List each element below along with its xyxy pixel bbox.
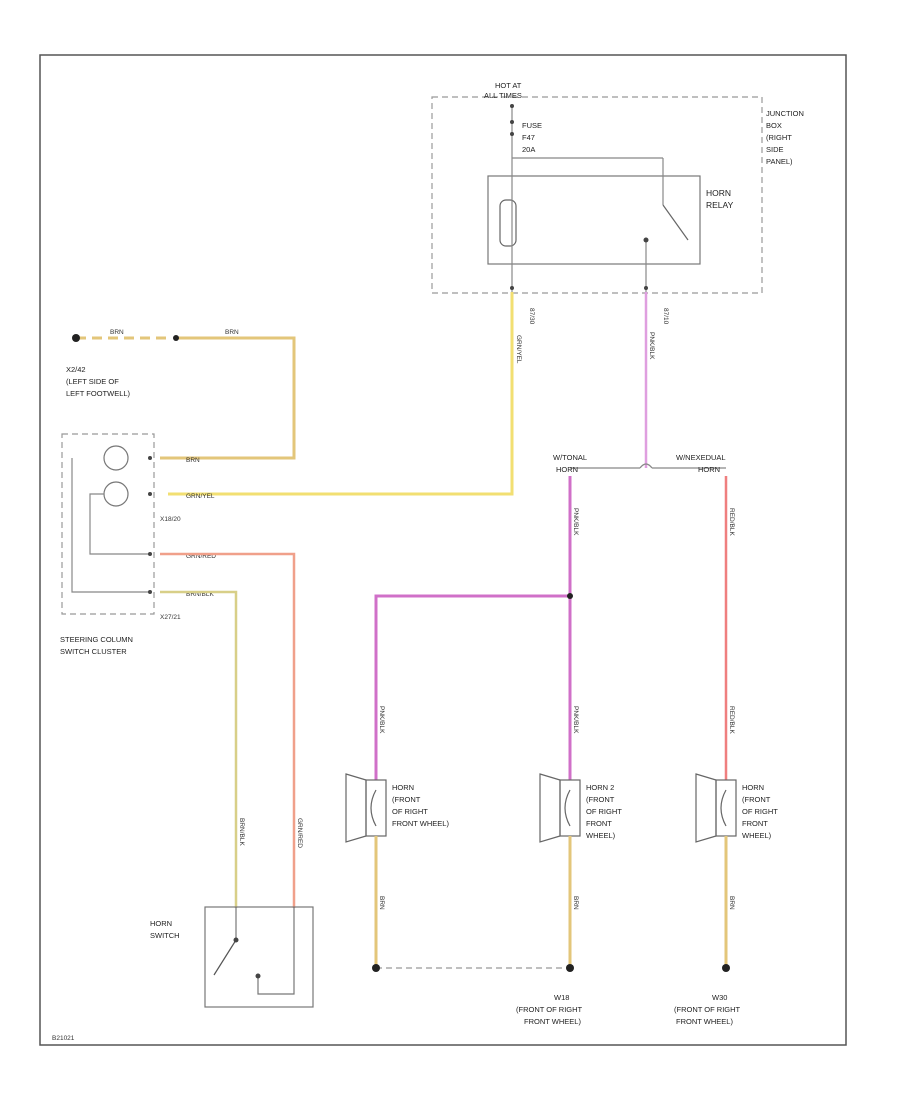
wire-mid2-label: PNK/BLK [572,706,579,734]
ground-splice [173,335,179,341]
ground-label-1: X2/42 [66,365,86,374]
wire-ground-brn [160,336,296,460]
ground-label-3: LEFT FOOTWELL) [66,389,131,398]
junction-label-1: JUNCTION [766,109,804,118]
footer-code: B21021 [52,1035,75,1042]
wire-feed3-label: RED/BLK [728,508,735,536]
steering-label-1: STEERING COLUMN [60,635,133,644]
wire-mid3-label: RED/BLK [728,706,735,734]
horn3-label-1: HORN [742,783,764,792]
ground-w30-label-2: (FRONT OF RIGHT [674,1005,741,1014]
horn1-label-2: (FRONT [392,795,421,804]
horn2-label-5: WHEEL) [586,831,616,840]
relay-label-1: HORN [706,188,731,198]
junction-label-3: (RIGHT [766,133,792,142]
wire-grn-red-label: GRN/RED [186,553,216,560]
steering-column-switch [61,433,155,615]
wire-grn-red [160,552,296,908]
relay-coil [499,199,517,247]
horn3-label-3: OF RIGHT [742,807,778,816]
switch-contact-upper [103,445,129,471]
conn-x18-20: X18/20 [160,516,181,523]
ground-point-w18 [566,964,574,972]
wire-gnd1-label: BRN [378,896,385,910]
splice-right-2: HORN [698,465,720,474]
splice-right-1: W/NEXEDUAL [676,453,726,462]
wire-relay-feed [168,292,514,496]
horn1-label-4: FRONT WHEEL) [392,819,449,828]
wire-relay-feed-label: GRN/YEL [515,335,522,364]
hot-label-2: ALL TIMES [484,91,522,100]
wire-horn1-feed [374,594,570,780]
ground-label-2: (LEFT SIDE OF [66,377,119,386]
horn-switch-label-1: HORN [150,919,172,928]
horn3-label-5: WHEEL) [742,831,772,840]
ground-w18-label-2: (FRONT OF RIGHT [516,1005,583,1014]
wire-grn-yel-label: GRN/YEL [186,493,215,500]
horn1-label-3: OF RIGHT [392,807,428,816]
junction-box [431,96,763,294]
ground-point-w30 [722,964,730,972]
relay-label-2: RELAY [706,200,734,210]
horn2-label-3: OF RIGHT [586,807,622,816]
splice-jumper [639,463,653,469]
horn-switch-label-2: SWITCH [150,931,180,940]
fuse-rating: 20A [522,145,535,154]
fuse-label: FUSE [522,121,542,130]
feed-splice [567,593,573,599]
steering-label-2: SWITCH CLUSTER [60,647,127,656]
wire-gnd3-label: BRN [728,896,735,910]
splice-left-2: HORN [556,465,578,474]
wire-brn-label: BRN [186,457,200,464]
wire-feed2-label: PNK/BLK [572,508,579,536]
ground-w30-label-1: W30 [712,993,727,1002]
wire-brn-blk-label: BRN/BLK [186,591,214,598]
splice-left-1: W/TONAL [553,453,587,462]
horn3-label-2: (FRONT [742,795,771,804]
conn-x27-21: X27/21 [160,614,181,621]
horn-1-icon [345,773,387,843]
hot-label-1: HOT AT [495,81,522,90]
ground-w30-label-3: FRONT WHEEL) [676,1017,733,1026]
wire-mid1-label: PNK/BLK [378,706,385,734]
junction-label-2: BOX [766,121,782,130]
ground-w18-label-3: FRONT WHEEL) [524,1017,581,1026]
horn2-label-1: HORN 2 [586,783,614,792]
ground-w18-label-1: W18 [554,993,569,1002]
wire-sw-left-label: BRN/BLK [238,818,245,846]
horn-3-icon [695,773,737,843]
junction-label-4: SIDE [766,145,784,154]
horn2-label-2: (FRONT [586,795,615,804]
wire-brn-blk [160,590,238,908]
pin-87-30: 87/30 [528,308,535,325]
horn-2-icon [539,773,581,843]
wire-ground-label-2: BRN [225,329,239,336]
ground-point-x2-42 [72,334,80,342]
horn1-label-1: HORN [392,783,414,792]
diagram-frame [39,54,847,1046]
switch-contact-lower [103,481,129,507]
horn-relay-box [487,175,701,265]
horn-switch [204,906,314,1008]
horn2-label-4: FRONT [586,819,612,828]
pin-87-10: 87/10 [662,308,669,325]
fuse-id: F47 [522,133,535,142]
relay-contact [662,204,689,241]
wire-relay-out-label: PNK/BLK [648,332,655,360]
ground-point-1 [372,964,380,972]
wire-sw-right-label: GRN/RED [296,818,303,848]
wire-gnd2-label: BRN [572,896,579,910]
wire-ground-label-1: BRN [110,329,124,336]
junction-label-5: PANEL) [766,157,793,166]
horn3-label-4: FRONT [742,819,768,828]
